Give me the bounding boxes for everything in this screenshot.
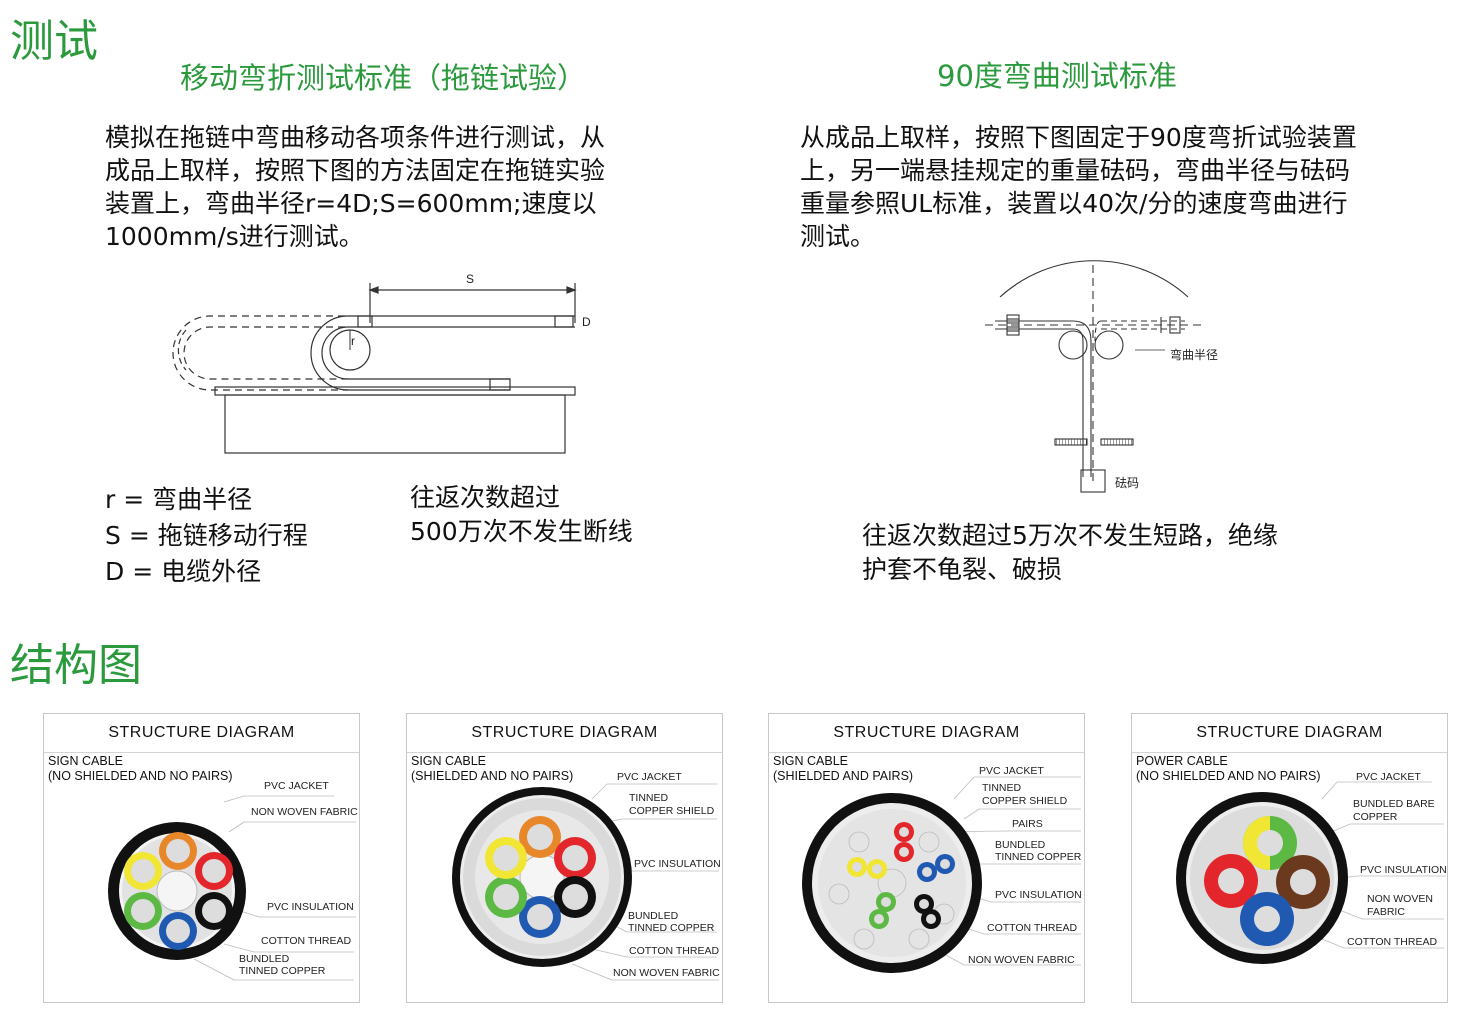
label-pvc-insulation: PVC INSULATION <box>267 901 354 913</box>
label-fabric: FABRIC <box>1367 906 1405 918</box>
label-cotton-thread: COTTON THREAD <box>987 922 1077 934</box>
cable-cross-section: PVC JACKET BUNDLED BARE COPPER PVC INSUL… <box>1176 771 1447 964</box>
label-pvc-jacket: PVC JACKET <box>264 780 329 792</box>
drag-chain-test-description: 模拟在拖链中弯曲移动各项条件进行测试，从 成品上取样，按照下图的方法固定在拖链实… <box>105 121 605 253</box>
cable-type: POWER CABLE (NO SHIELDED AND NO PAIRS) <box>1136 754 1321 784</box>
bend-test-title: 90度弯曲测试标准 <box>937 59 1177 93</box>
label-pvc-insulation: PVC INSULATION <box>634 858 721 870</box>
text-line: 从成品上取样，按照下图固定于90度弯折试验装置 <box>800 123 1357 152</box>
label-tinned: TINNED <box>629 792 669 804</box>
label-non-woven-fabric: NON WOVEN FABRIC <box>968 954 1075 966</box>
r-label: r <box>351 334 355 348</box>
bend-test-result: 往返次数超过5万次不发生短路，绝缘 护套不龟裂、破损 <box>862 519 1278 587</box>
structure-card-sign-shielded: STRUCTURE DIAGRAM SIGN CABLE (SHIELDED A… <box>406 713 723 1003</box>
text-line: 测试。 <box>800 222 876 251</box>
label-non-woven-fabric: NON WOVEN FABRIC <box>251 806 358 818</box>
label-tinned-copper: TINNED COPPER <box>239 965 326 977</box>
label-pvc-jacket: PVC JACKET <box>617 771 682 783</box>
drag-chain-diagram: S D r <box>172 272 591 454</box>
text-line: 500万次不发生断线 <box>410 517 633 546</box>
cable-type-line: SIGN CABLE <box>411 754 487 768</box>
cable-type-line: (SHIELDED AND PAIRS) <box>773 769 914 783</box>
legend-item: S = 拖链移动行程 <box>105 521 308 550</box>
cable-type-line: SIGN CABLE <box>48 754 124 768</box>
drag-chain-test-title: 移动弯折测试标准（拖链试验） <box>180 61 587 95</box>
label-non-woven: NON WOVEN <box>1367 893 1433 905</box>
label-bundled-bare: BUNDLED BARE <box>1353 798 1435 810</box>
legend-item: D = 电缆外径 <box>105 557 262 586</box>
text-line: 模拟在拖链中弯曲移动各项条件进行测试，从 <box>105 123 606 152</box>
drag-chain-legend: r = 弯曲半径 S = 拖链移动行程 D = 电缆外径 <box>105 482 308 590</box>
label-copper-shield: COPPER SHIELD <box>629 805 715 817</box>
label-cotton-thread: COTTON THREAD <box>629 945 719 957</box>
cable-type-line: (SHIELDED AND NO PAIRS) <box>411 769 574 783</box>
label-pvc-insulation: PVC INSULATION <box>995 889 1082 901</box>
card-heading: STRUCTURE DIAGRAM <box>44 714 359 753</box>
label-pvc-jacket: PVC JACKET <box>1356 771 1421 783</box>
bend-test-diagram: 弯曲半径 砝码 <box>985 260 1218 493</box>
label-cotton-thread: COTTON THREAD <box>1347 936 1437 948</box>
cable-cross-section: PVC JACKET TINNED COPPER SHIELD PVC INSU… <box>452 771 721 981</box>
label-pvc-insulation: PVC INSULATION <box>1360 864 1447 876</box>
card-heading: STRUCTURE DIAGRAM <box>769 714 1084 753</box>
label-copper: COPPER <box>1353 811 1398 823</box>
d-label: D <box>582 315 591 329</box>
text-line: 护套不龟裂、破损 <box>862 555 1063 584</box>
section-title-test: 测试 <box>10 16 98 67</box>
cable-type-line: (NO SHIELDED AND NO PAIRS) <box>1136 769 1321 783</box>
text-line: 1000mm/s进行测试。 <box>105 222 364 251</box>
legend-item: r = 弯曲半径 <box>105 485 253 514</box>
label-pvc-jacket: PVC JACKET <box>979 765 1044 777</box>
label-bundled: BUNDLED <box>628 910 679 922</box>
label-pairs: PAIRS <box>1012 818 1043 830</box>
cable-cross-section: PVC JACKET TINNED COPPER SHIELD PAIRS BU… <box>802 765 1082 973</box>
label-tinned: TINNED <box>982 782 1022 794</box>
cable-type-line: (NO SHIELDED AND NO PAIRS) <box>48 769 233 783</box>
bend-test-description: 从成品上取样，按照下图固定于90度弯折试验装置 上，另一端悬挂规定的重量砝码，弯… <box>800 121 1357 253</box>
weight-label: 砝码 <box>1115 475 1139 490</box>
s-label: S <box>466 272 474 286</box>
label-bundled: BUNDLED <box>239 953 290 965</box>
text-line: 重量参照UL标准，装置以40次/分的速度弯曲进行 <box>800 189 1348 218</box>
section-title-structure: 结构图 <box>10 640 142 691</box>
cable-type: SIGN CABLE (NO SHIELDED AND NO PAIRS) <box>48 754 233 784</box>
card-heading: STRUCTURE DIAGRAM <box>407 714 722 753</box>
structure-card-sign-shielded-pairs: STRUCTURE DIAGRAM SIGN CABLE (SHIELDED A… <box>768 713 1085 1003</box>
structure-card-power: STRUCTURE DIAGRAM POWER CABLE (NO SHIELD… <box>1131 713 1448 1003</box>
cable-type: SIGN CABLE (SHIELDED AND PAIRS) <box>773 754 913 784</box>
cable-type: SIGN CABLE (SHIELDED AND NO PAIRS) <box>411 754 573 784</box>
cable-type-line: POWER CABLE <box>1136 754 1228 768</box>
label-cotton-thread: COTTON THREAD <box>261 935 351 947</box>
label-tinned-copper: TINNED COPPER <box>995 851 1082 863</box>
cable-type-line: SIGN CABLE <box>773 754 849 768</box>
text-line: 往返次数超过 <box>410 483 561 512</box>
cable-cross-section: PVC JACKET NON WOVEN FABRIC PVC INSULATI… <box>108 780 358 981</box>
label-bundled: BUNDLED <box>995 839 1046 851</box>
card-heading: STRUCTURE DIAGRAM <box>1132 714 1447 753</box>
label-non-woven-fabric: NON WOVEN FABRIC <box>613 967 720 979</box>
text-line: 装置上，弯曲半径r=4D;S=600mm;速度以 <box>105 189 597 218</box>
drag-chain-result: 往返次数超过 500万次不发生断线 <box>410 481 633 549</box>
structure-card-sign-unshielded: STRUCTURE DIAGRAM SIGN CABLE (NO SHIELDE… <box>43 713 360 1003</box>
text-line: 上，另一端悬挂规定的重量砝码，弯曲半径与砝码 <box>800 156 1351 185</box>
label-tinned-copper: TINNED COPPER <box>628 922 715 934</box>
text-line: 成品上取样，按照下图的方法固定在拖链实验 <box>105 156 606 185</box>
bend-radius-label: 弯曲半径 <box>1170 347 1218 362</box>
label-copper-shield: COPPER SHIELD <box>982 795 1068 807</box>
text-line: 往返次数超过5万次不发生短路，绝缘 <box>862 521 1278 550</box>
